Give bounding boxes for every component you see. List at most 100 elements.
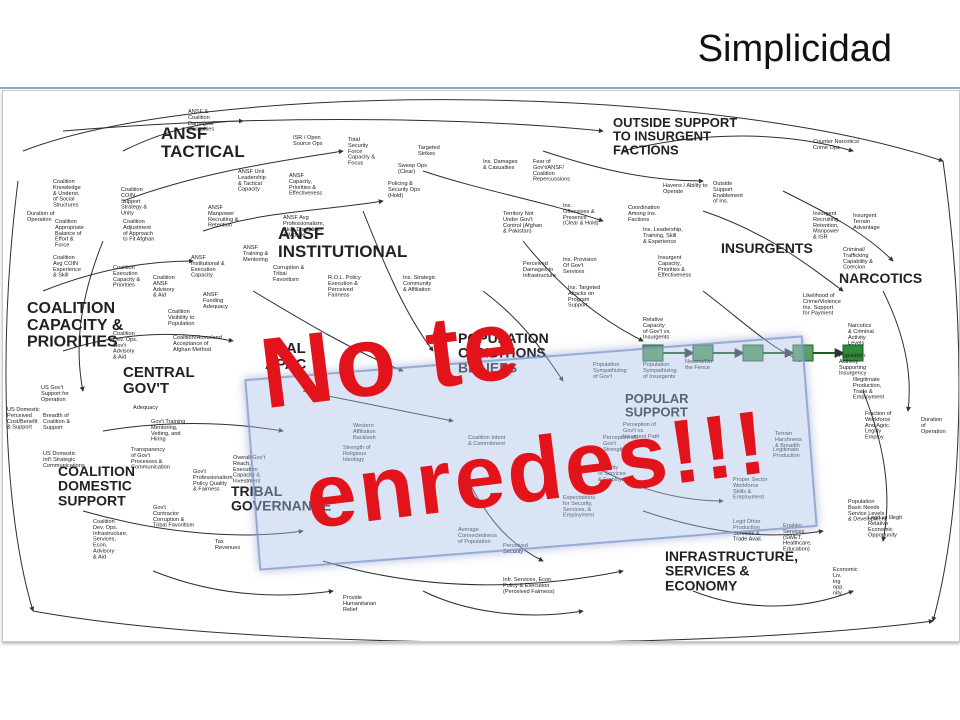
diagram-arrow xyxy=(322,560,624,586)
diagram-arrow xyxy=(122,149,344,202)
diagram-node-16: Ins. Leadership,Training, Skill& Experie… xyxy=(643,227,683,245)
diagram-arrow xyxy=(602,470,724,504)
diagram-arrow xyxy=(5,180,35,612)
diagram-arrow xyxy=(931,160,959,622)
diagram-connections xyxy=(5,99,959,641)
diagram-node-50: Adequacy xyxy=(133,405,158,411)
diagram-arrow xyxy=(122,118,244,152)
section-label-infrastructure: INFRASTRUCTURE,SERVICES &ECONOMY xyxy=(665,548,798,593)
diagram-arrow xyxy=(642,510,824,536)
section-label-narcotics: NARCOTICS xyxy=(839,270,922,286)
diagram-arrow xyxy=(62,333,234,352)
diagram-arrow xyxy=(542,150,704,184)
diagram-arrow xyxy=(252,290,404,372)
diagram-arrow xyxy=(22,99,944,163)
slide-title: Simplicidad xyxy=(697,28,892,70)
diagram-arrow xyxy=(152,570,334,596)
diagram-arrow xyxy=(362,210,434,352)
diagram-arrow xyxy=(102,423,284,433)
diagram-arrow xyxy=(422,590,584,616)
diagram-arrow xyxy=(462,470,544,562)
diagram-arrow xyxy=(202,199,384,232)
diagram-arrow xyxy=(882,290,911,412)
diagram-arrow xyxy=(702,210,844,292)
diagram-arrow xyxy=(782,190,894,262)
diagram-arrow xyxy=(302,390,454,423)
diagram-node-8: Counter Narcotics/Crime Ops xyxy=(813,139,860,151)
diagram-arrow xyxy=(422,170,604,223)
diagram-arrow xyxy=(42,258,194,292)
diagram-node-4: Sweep Ops(Clear) xyxy=(398,163,427,175)
diagram-arrow xyxy=(78,240,104,392)
diagram-arrow xyxy=(32,610,934,641)
diagram-arrow xyxy=(522,240,644,342)
title-divider xyxy=(0,87,960,89)
diagram-arrow xyxy=(692,590,854,607)
